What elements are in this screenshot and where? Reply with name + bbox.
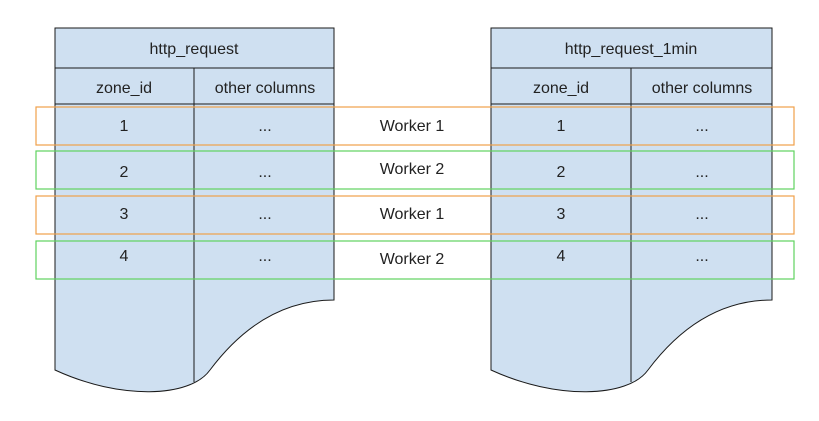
- table-cell: ...: [695, 164, 708, 181]
- table-cell: ...: [695, 206, 708, 223]
- column-header: zone_id: [96, 80, 152, 97]
- table-cell: 1: [120, 118, 129, 135]
- table-cell: ...: [258, 206, 271, 223]
- worker-label: Worker 2: [380, 161, 445, 178]
- column-header: other columns: [215, 80, 316, 97]
- worker-band: [35, 240, 795, 280]
- table-cell: 1: [557, 118, 566, 135]
- worker-band: [35, 150, 795, 190]
- worker-label: Worker 2: [380, 251, 445, 268]
- table-cell: 2: [120, 164, 129, 181]
- worker-band: [35, 195, 795, 235]
- table-cell: ...: [258, 118, 271, 135]
- table-cell: ...: [695, 118, 708, 135]
- worker-label: Worker 1: [380, 118, 445, 135]
- worker-bands: Worker 1 Worker 2 Worker 1 Worker 2: [35, 106, 795, 280]
- table-cell: 3: [557, 206, 566, 223]
- table-cell: 3: [120, 206, 129, 223]
- table-cell: 2: [557, 164, 566, 181]
- table-title: http_request_1min: [565, 41, 698, 58]
- table-http-request-1min: http_request_1min zone_id other columns …: [490, 27, 773, 393]
- worker-label: Worker 1: [380, 206, 445, 223]
- table-cell: 4: [557, 248, 566, 265]
- table-http-request: http_request zone_id other columns 1 ...…: [54, 27, 335, 393]
- table-title: http_request: [150, 41, 240, 58]
- table-cell: ...: [258, 248, 271, 265]
- table-cell: ...: [695, 248, 708, 265]
- worker-band: [35, 106, 795, 146]
- table-cell: 4: [120, 248, 129, 265]
- column-header: other columns: [652, 80, 753, 97]
- table-cell: ...: [258, 164, 271, 181]
- column-header: zone_id: [533, 80, 589, 97]
